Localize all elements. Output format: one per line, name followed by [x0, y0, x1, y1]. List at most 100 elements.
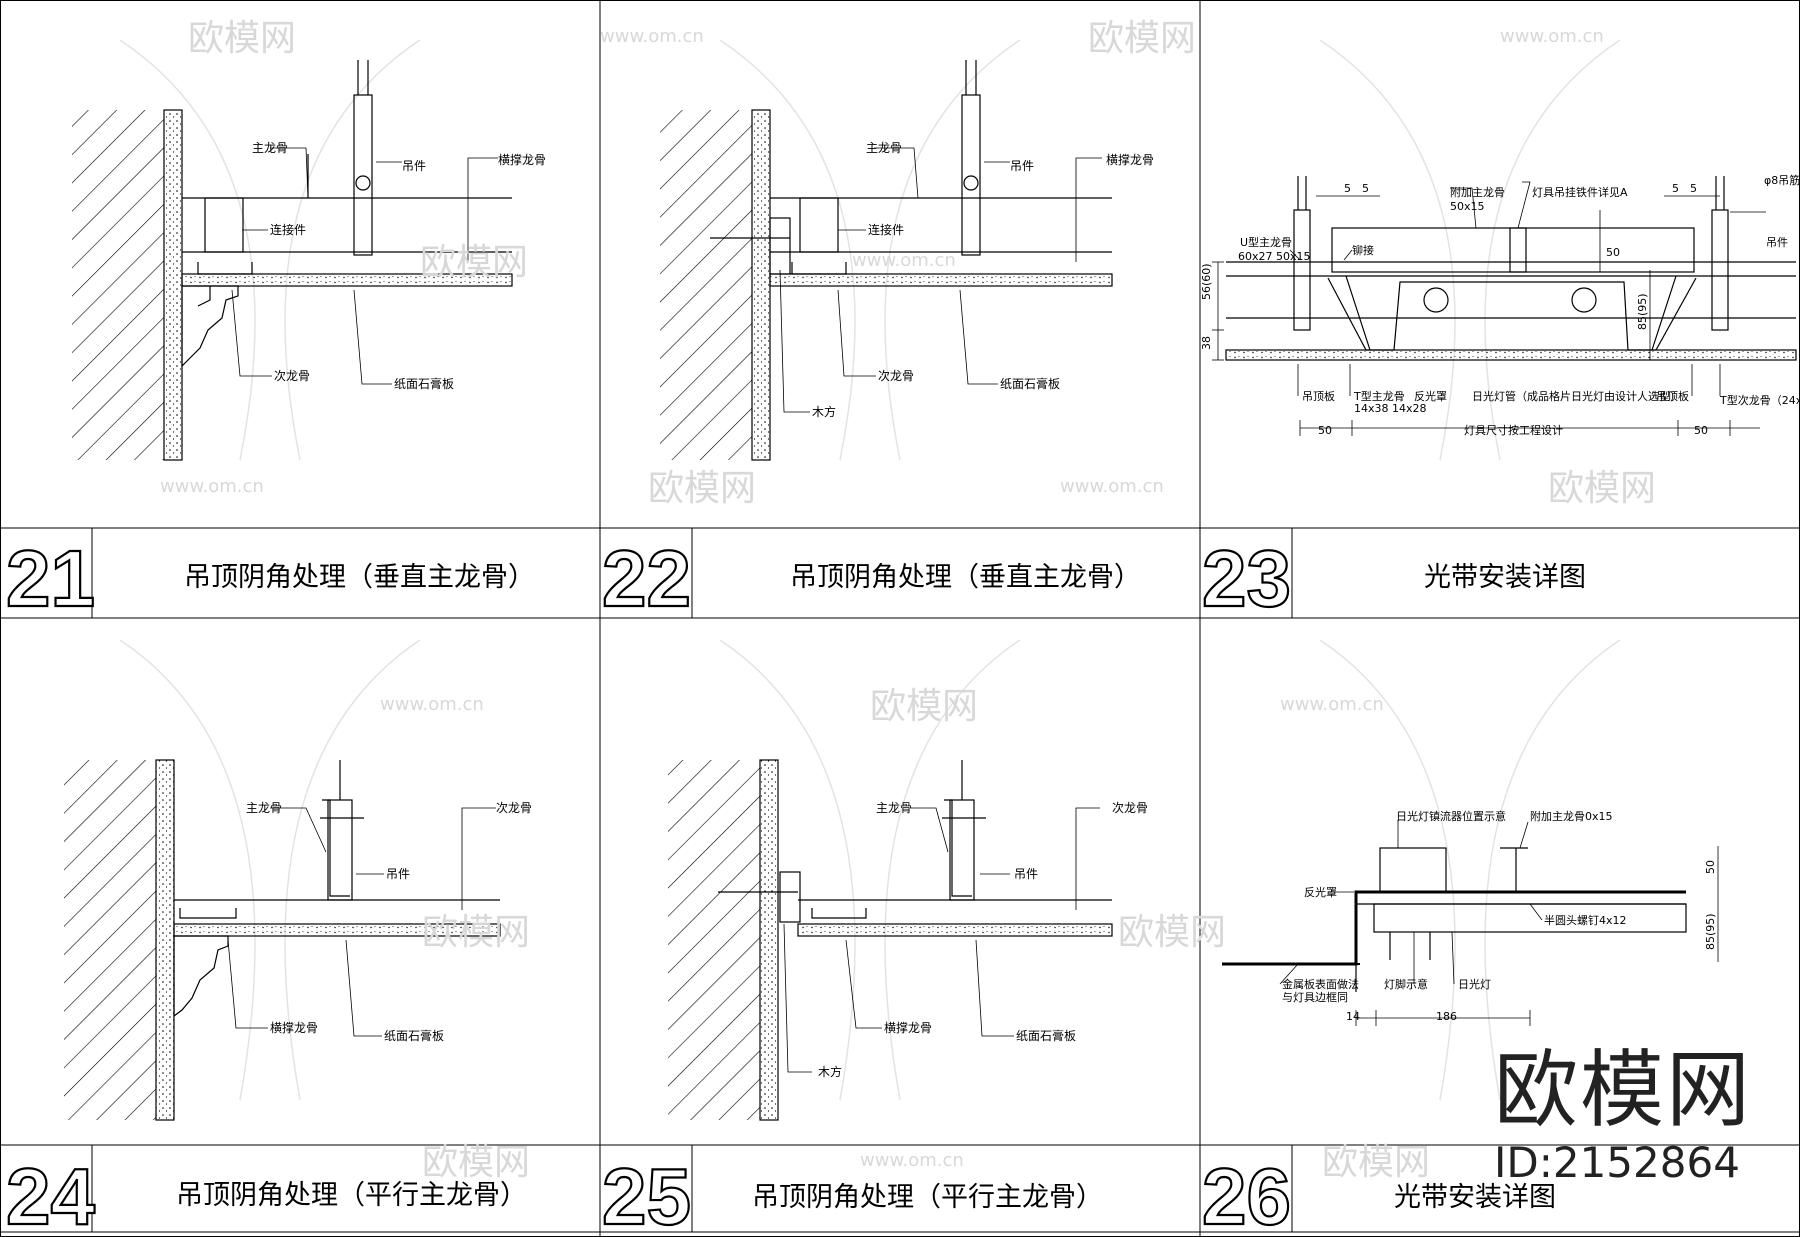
label: 186 [1436, 1010, 1457, 1023]
label: T型主龙骨 [1353, 389, 1405, 403]
label: 38 [1200, 336, 1213, 350]
label: 纸面石膏板 [1000, 376, 1060, 391]
gypsum-board [769, 273, 1113, 287]
watermarks: 欧模网 www.om.cn 欧模网 www.om.cn 欧模网 www.om.c… [160, 18, 1656, 1183]
label: 日光灯管（成品格片日光灯由设计人选型） [1472, 389, 1681, 403]
panel-22-drawing [660, 60, 1113, 461]
plaster-layer [759, 759, 779, 1121]
watermark-url: www.om.cn [380, 694, 484, 715]
panel-24-drawing [64, 759, 501, 1121]
label: 附加主龙骨 [1450, 185, 1505, 199]
connector [204, 197, 244, 253]
watermark-url: www.om.cn [860, 1150, 964, 1171]
wall-hatch [660, 110, 752, 460]
label: 56(60) [1200, 263, 1213, 300]
panel-number: 23 [1202, 534, 1291, 623]
label: 灯具尺寸按工程设计 [1464, 423, 1563, 437]
label: 横撑龙骨 [270, 1020, 318, 1035]
label: 半圆头螺钉4x12 [1544, 913, 1627, 927]
cornice [173, 935, 229, 1018]
watermark-logo: 欧模网 [1322, 1142, 1430, 1183]
label: 吊件 [1014, 867, 1038, 881]
watermark-logo: 欧模网 [422, 912, 530, 953]
title-texts: 吊顶阴角处理（垂直主龙骨） 吊顶阴角处理（垂直主龙骨） 光带安装详图 吊顶阴角处… [176, 562, 1586, 1213]
wood-block [779, 871, 801, 923]
label: 横撑龙骨 [498, 152, 546, 167]
label: 连接件 [868, 222, 904, 237]
panel-22-labels: 主龙骨 吊件 横撑龙骨 连接件 次龙骨 纸面石膏板 木方 [812, 141, 1154, 419]
ceiling-board [1225, 349, 1797, 361]
label: 吊顶板 [1656, 389, 1689, 403]
panel-number: 25 [602, 1152, 691, 1237]
watermark-logo: 欧模网 [188, 18, 296, 59]
label: 主龙骨 [866, 141, 902, 155]
label: 50 [1694, 424, 1708, 437]
watermark-logo: 欧模网 [1088, 18, 1196, 59]
panel-22-leaders [779, 147, 1102, 413]
label: 纸面石膏板 [384, 1028, 444, 1043]
label: 吊件 [402, 159, 426, 173]
label: φ8吊筋 [1764, 173, 1800, 187]
label: 50x15 [1450, 200, 1485, 213]
panel-25-labels: 主龙骨 吊件 次龙骨 横撑龙骨 纸面石膏板 木方 [818, 801, 1148, 1079]
watermark-url: www.om.cn [600, 26, 704, 47]
plaster-layer [163, 109, 183, 461]
watermark-logo: 欧模网 [648, 468, 756, 509]
panel-24-leaders [227, 807, 496, 1037]
label: 5 [1344, 182, 1351, 195]
panel-21-drawing [72, 60, 513, 461]
label: 金属板表面做法 [1282, 977, 1359, 991]
label: 主龙骨 [246, 801, 282, 815]
panel-25-leaders [783, 807, 1100, 1073]
brand-block: 欧模网 ID:2152864 [1494, 1048, 1752, 1184]
watermark-url: www.om.cn [1060, 476, 1164, 497]
label: 次龙骨 [496, 801, 532, 815]
label: 85(95) [1636, 293, 1649, 330]
label: 纸面石膏板 [1016, 1028, 1076, 1043]
label: 反光罩 [1414, 389, 1447, 403]
ballast [1379, 847, 1447, 893]
label: 5 [1690, 182, 1697, 195]
label: 主龙骨 [252, 141, 288, 155]
panel-title: 吊顶阴角处理（平行主龙骨） [176, 1180, 527, 1211]
label: 85(95) [1704, 913, 1717, 950]
panel-21-labels: 主龙骨 吊件 横撑龙骨 连接件 次龙骨 纸面石膏板 [252, 141, 546, 391]
panel-title: 吊顶阴角处理（平行主龙骨） [752, 1182, 1103, 1213]
watermark-arcs [119, 39, 1621, 1101]
watermark-url: www.om.cn [852, 250, 956, 271]
panel-26-leaders [1279, 820, 1719, 1026]
label: 5 [1362, 182, 1369, 195]
label: 灯具吊挂铁件详见A [1532, 185, 1628, 199]
panel-title: 吊顶阴角处理（垂直主龙骨） [790, 562, 1141, 593]
wood-block [769, 217, 791, 275]
watermark-logo: 欧模网 [422, 1142, 530, 1183]
panel-number: 24 [6, 1152, 95, 1237]
panel-title: 光带安装详图 [1394, 1182, 1556, 1213]
reflector [1327, 277, 1697, 351]
panel-26-drawing [1222, 847, 1687, 992]
label: 14 [1346, 1010, 1360, 1023]
panel-number: 22 [602, 534, 691, 623]
label: 50 [1704, 860, 1717, 874]
label: 与灯具边框同 [1282, 991, 1348, 1004]
panel-number: 21 [6, 534, 95, 623]
label: 日光灯 [1458, 977, 1491, 991]
label: 14x38 14x28 [1354, 402, 1427, 415]
label: 5 [1672, 182, 1679, 195]
plaster-layer [155, 759, 175, 1121]
panel-23-dimensions [1212, 181, 1766, 436]
label: 吊顶板 [1302, 389, 1335, 403]
watermark-url: www.om.cn [160, 476, 264, 497]
label: 主龙骨 [876, 801, 912, 815]
label: 纸面石膏板 [394, 376, 454, 391]
label: 反光罩 [1304, 885, 1337, 899]
label: 吊件 [1766, 236, 1788, 249]
connector [799, 197, 839, 253]
label: 60x27 50x15 [1238, 250, 1311, 263]
wall-hatch [64, 760, 156, 1120]
panel-23-labels: 附加主龙骨 50x15 灯具吊挂铁件详见A φ8吊筋 U型主龙骨 60x27 5… [1200, 173, 1800, 437]
watermark-logo: 欧模网 [870, 686, 978, 727]
label: 吊件 [1010, 159, 1034, 173]
watermark-url: www.om.cn [1500, 26, 1604, 47]
label: 铆接 [1352, 243, 1374, 257]
